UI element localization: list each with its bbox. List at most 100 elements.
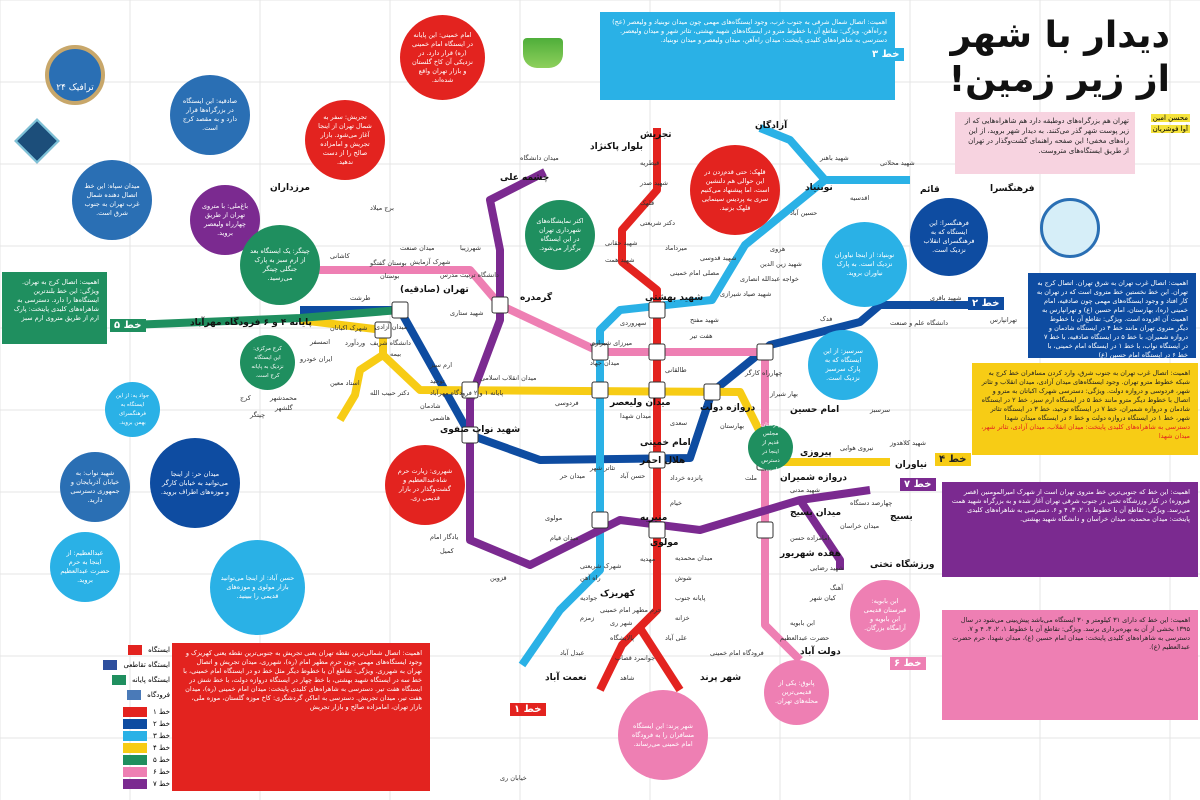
station-label[interactable]: خیابان ری	[500, 774, 527, 782]
station-label[interactable]: راه آهن	[580, 573, 601, 582]
station-label[interactable]: پایانه جنوب	[675, 594, 706, 602]
station-label[interactable]: جوادیه	[580, 594, 597, 602]
station-label[interactable]: شهرک اکباتان	[330, 324, 367, 332]
station-label[interactable]: فرودگاه امام خمینی	[710, 649, 764, 657]
station-label[interactable]: پیروزی	[800, 448, 832, 458]
station-label[interactable]: ورزشگاه تختی	[870, 558, 935, 570]
station-label[interactable]: علی آباد	[665, 633, 687, 642]
station-label[interactable]: بلوار پاکنژاد	[590, 142, 643, 152]
station-label[interactable]: میدان شهدا	[620, 412, 651, 420]
station-label[interactable]: چهارراه کارگر	[744, 369, 782, 377]
station-label[interactable]: میدان دانشگاه	[520, 154, 559, 162]
station-label[interactable]: دکتر حبیب الله	[370, 389, 410, 397]
station-label[interactable]: توحید	[430, 377, 445, 385]
interchange-station-icon[interactable]	[374, 321, 392, 339]
station-label[interactable]: میرداماد	[665, 244, 687, 252]
station-label[interactable]: میدان انقلاب اسلامی	[480, 374, 537, 382]
station-label[interactable]: مرزداران	[270, 183, 310, 193]
station-label[interactable]: هروی	[770, 245, 786, 253]
station-label[interactable]: جوانمرد قصاب	[615, 654, 655, 662]
interchange-station-icon[interactable]	[648, 521, 666, 539]
station-label[interactable]: تهران (صادقیه)	[400, 285, 469, 295]
station-label[interactable]: شهید صیاد شیرازی	[720, 290, 771, 298]
station-label[interactable]: قیطریه	[640, 159, 659, 167]
station-label[interactable]: گلشهر	[274, 404, 294, 412]
station-label[interactable]: برج میلاد	[370, 204, 394, 212]
station-label[interactable]: ایران خودرو	[299, 355, 333, 363]
station-label[interactable]: بوستان	[380, 272, 400, 280]
station-label[interactable]: سعدی	[670, 419, 687, 427]
station-label[interactable]: شوش	[675, 574, 692, 582]
station-label[interactable]: کهریزک	[600, 589, 636, 599]
station-label[interactable]: شهید نواب صفوی	[440, 425, 520, 435]
interchange-station-icon[interactable]	[591, 343, 609, 361]
station-label[interactable]: سرسبز	[869, 406, 890, 414]
station-label[interactable]: دانشگاه علم و صنعت	[890, 319, 948, 327]
interchange-station-icon[interactable]	[703, 383, 721, 401]
station-label[interactable]: فدک	[820, 315, 832, 323]
station-label[interactable]: کاشانی	[330, 252, 351, 260]
station-label[interactable]: دولت آباد	[800, 645, 841, 657]
station-label[interactable]: آهنگ	[830, 583, 844, 592]
station-label[interactable]: امامزاده حسن	[790, 534, 829, 542]
station-label[interactable]: دروازه دولت	[700, 403, 756, 413]
station-label[interactable]: شادمان	[420, 402, 441, 410]
station-label[interactable]: بیمه	[390, 350, 401, 358]
station-label[interactable]: اقدسیه	[850, 194, 869, 202]
station-label[interactable]: استاد معین	[330, 379, 360, 387]
station-label[interactable]: شهرک آزمایش	[410, 257, 450, 266]
station-label[interactable]: امام خمینی	[640, 438, 691, 448]
station-label[interactable]: عبدل آباد	[560, 648, 585, 657]
station-label[interactable]: وردآورد	[345, 338, 365, 347]
interchange-station-icon[interactable]	[591, 511, 609, 529]
station-label[interactable]: نیاوران	[895, 460, 927, 470]
station-label[interactable]: شهید ستاری	[450, 309, 484, 317]
station-label[interactable]: میدان محمدیه	[675, 554, 713, 562]
station-label[interactable]: هاشمی	[430, 414, 451, 422]
station-label[interactable]: شهرک شریعتی	[580, 562, 621, 570]
station-label[interactable]: مهدیه	[640, 555, 655, 563]
station-label[interactable]: شاهد	[620, 674, 634, 682]
station-label[interactable]: ارم سبز	[429, 361, 452, 369]
station-label[interactable]: امام حسین	[790, 405, 839, 415]
station-label[interactable]: دروازه شمیران	[780, 473, 847, 483]
station-label[interactable]: شهید محلاتی	[880, 159, 915, 167]
station-label[interactable]: شهر پرند	[700, 673, 741, 683]
station-label[interactable]: حضرت عبدالعظیم	[780, 634, 829, 642]
station-label[interactable]: سهروردی	[620, 319, 646, 327]
station-label[interactable]: هفت تیر	[689, 332, 713, 340]
station-label[interactable]: فردوسی	[555, 399, 579, 407]
station-label[interactable]: بوستان گفتگو	[369, 259, 407, 267]
station-label[interactable]: چهارصد دستگاه	[850, 499, 892, 507]
station-label[interactable]: ابن بابویه	[790, 619, 815, 627]
interchange-station-icon[interactable]	[591, 381, 609, 399]
interchange-station-icon[interactable]	[461, 381, 479, 399]
station-label[interactable]: پانزده خرداد	[670, 474, 703, 482]
station-label[interactable]: حسین آباد	[790, 208, 817, 217]
station-label[interactable]: یادگار امام	[430, 533, 458, 541]
interchange-station-icon[interactable]	[648, 381, 666, 399]
station-label[interactable]: کیان شهر	[809, 594, 837, 602]
station-label[interactable]: منیریه	[640, 513, 667, 523]
station-label[interactable]: پایانه ۱ و ۲ فرودگاه مهرآباد	[430, 388, 503, 397]
station-label[interactable]: قزوین	[490, 574, 507, 582]
station-label[interactable]: کمیل	[440, 547, 455, 555]
station-label[interactable]: میدان بسیج	[790, 508, 841, 518]
station-label[interactable]: خواجه عبدالله انصاری	[740, 275, 799, 283]
interchange-station-icon[interactable]	[648, 301, 666, 319]
station-label[interactable]: ملت	[745, 474, 757, 482]
station-label[interactable]: نوبنیاد	[805, 183, 833, 193]
station-label[interactable]: قائم	[920, 185, 940, 195]
station-label[interactable]: بسیج	[890, 512, 913, 522]
station-label[interactable]: گرمدره	[520, 291, 553, 303]
station-label[interactable]: شهید مدنی	[790, 486, 820, 494]
station-label[interactable]: شهرزیبا	[460, 244, 481, 252]
station-label[interactable]: نیروی هوایی	[840, 444, 874, 452]
interchange-station-icon[interactable]	[391, 301, 409, 319]
interchange-station-icon[interactable]	[648, 343, 666, 361]
station-label[interactable]: اتمسفر	[309, 338, 330, 346]
station-label[interactable]: میدان صنعت	[400, 244, 435, 252]
station-label[interactable]: میدان جهاد	[590, 359, 619, 367]
station-label[interactable]: قلهک	[640, 199, 654, 207]
station-label[interactable]: شهید حقانی	[605, 239, 637, 247]
